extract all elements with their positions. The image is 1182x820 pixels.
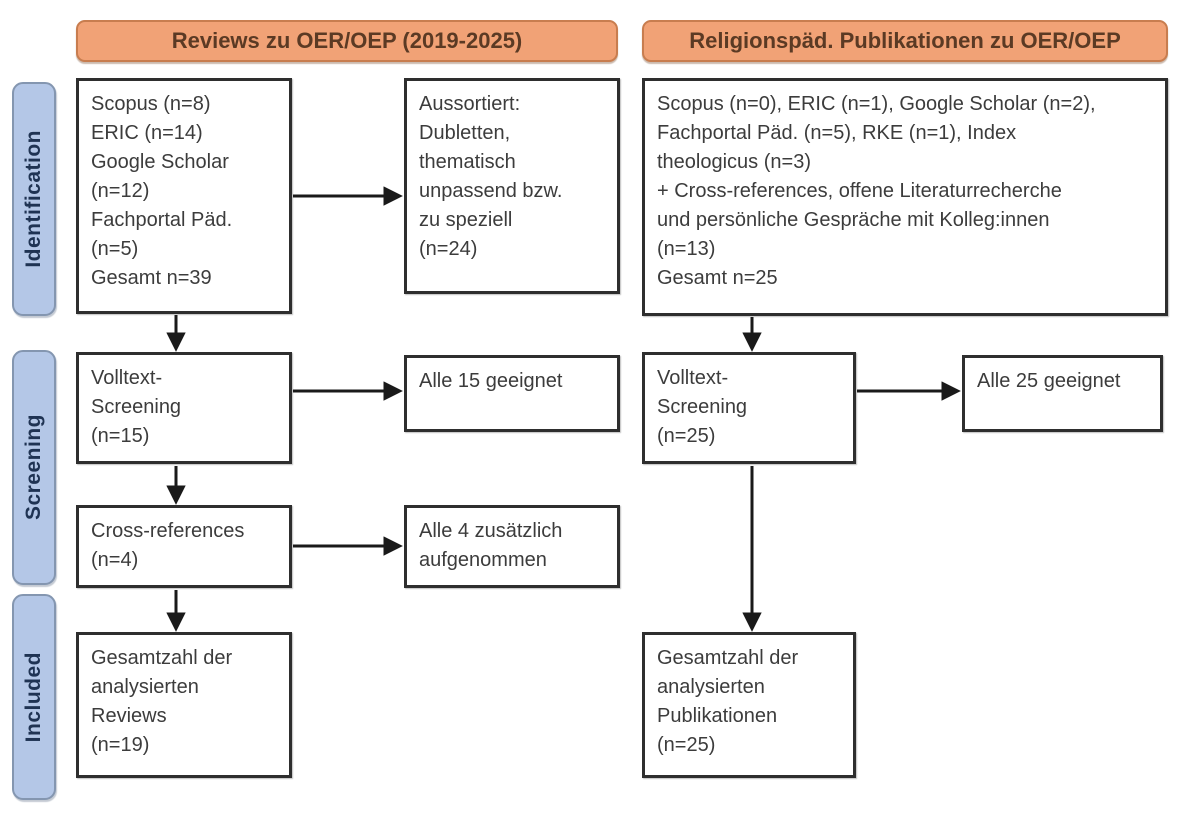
column-header-religionspaed-label: Religionspäd. Publikationen zu OER/OEP bbox=[689, 28, 1121, 53]
box-total-analysed-publications: Gesamtzahl der analysierten Publikatione… bbox=[642, 632, 856, 778]
stage-label-screening-text: Screening bbox=[22, 414, 45, 521]
box-alle-4-zusaetzlich: Alle 4 zusätzlich aufgenommen bbox=[404, 505, 620, 588]
stage-label-identification-text: Identification bbox=[22, 130, 45, 268]
box-fulltext-screening-publications: Volltext- Screening (n=25) bbox=[642, 352, 856, 464]
stage-label-identification: Identification bbox=[12, 82, 56, 316]
box-total-analysed-reviews: Gesamtzahl der analysierten Reviews (n=1… bbox=[76, 632, 292, 778]
box-reviews-sources: Scopus (n=8) ERIC (n=14) Google Scholar … bbox=[76, 78, 292, 314]
box-aussortiert-excluded: Aussortiert: Dubletten, thematisch unpas… bbox=[404, 78, 620, 294]
box-alle-15-geeignet: Alle 15 geeignet bbox=[404, 355, 620, 432]
stage-label-screening: Screening bbox=[12, 350, 56, 585]
stage-label-included: Included bbox=[12, 594, 56, 800]
column-header-reviews: Reviews zu OER/OEP (2019-2025) bbox=[76, 20, 618, 62]
stage-label-included-text: Included bbox=[22, 651, 45, 743]
box-religionspaed-sources: Scopus (n=0), ERIC (n=1), Google Scholar… bbox=[642, 78, 1168, 316]
box-fulltext-screening-reviews: Volltext- Screening (n=15) bbox=[76, 352, 292, 464]
box-cross-references: Cross-references (n=4) bbox=[76, 505, 292, 588]
column-header-reviews-label: Reviews zu OER/OEP (2019-2025) bbox=[171, 28, 523, 53]
column-header-religionspaed: Religionspäd. Publikationen zu OER/OEP bbox=[642, 20, 1168, 62]
box-alle-25-geeignet: Alle 25 geeignet bbox=[962, 355, 1163, 432]
